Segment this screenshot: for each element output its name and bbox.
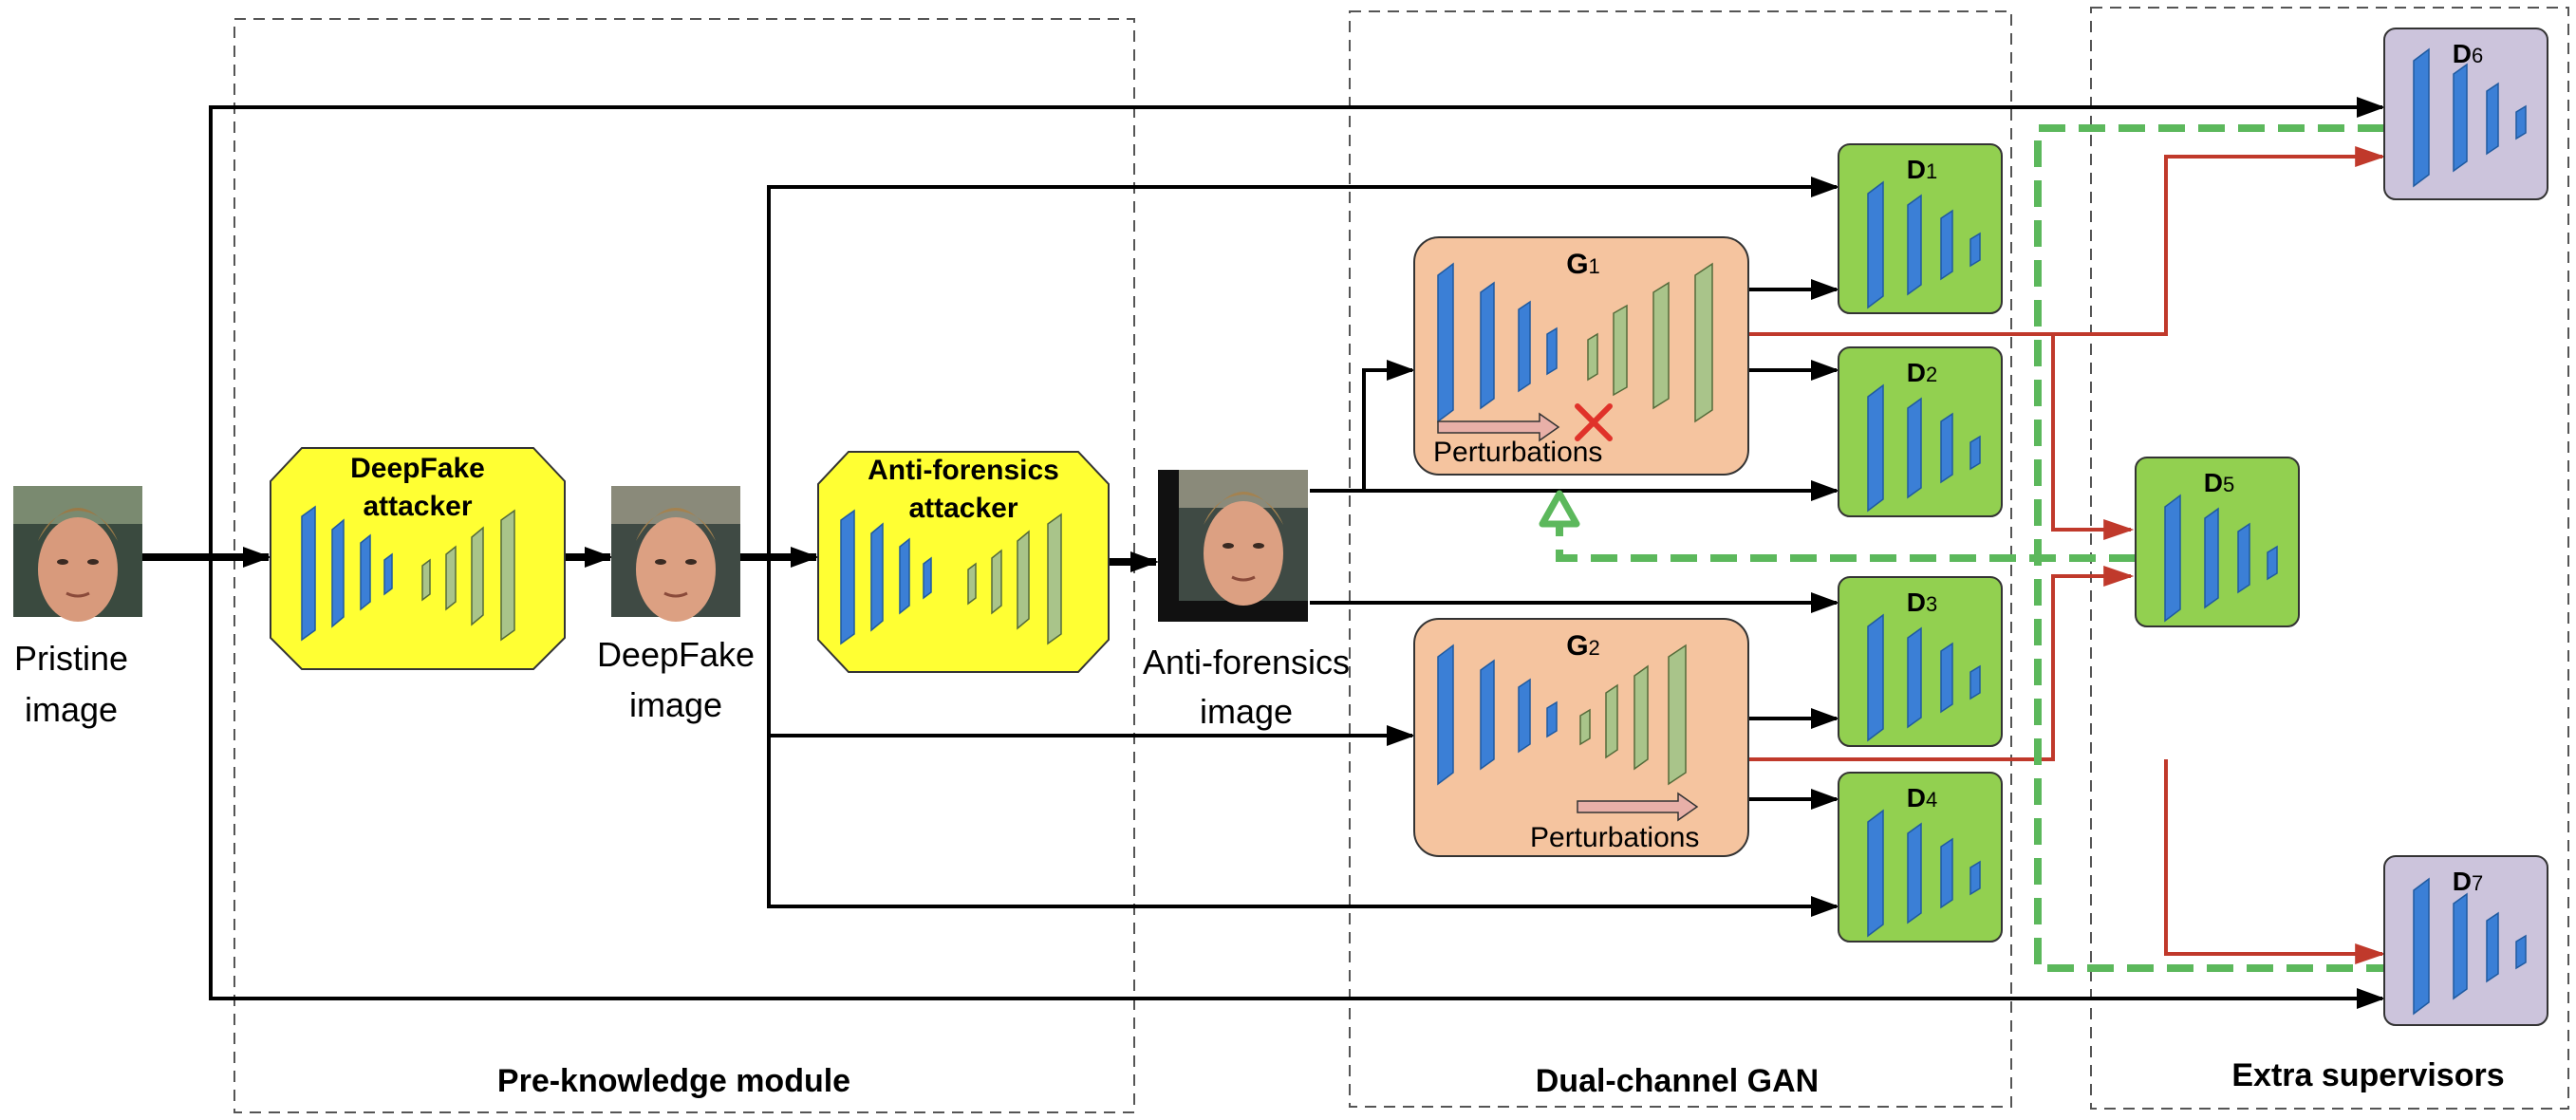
anti-forensics-attacker-block: Anti-forensics attacker [817,451,1110,673]
deepfake-attacker-title-2: attacker [363,491,472,522]
deepfake-attacker-layers [301,505,515,642]
feedback-arrow-head [1539,490,1580,528]
deepfake-attacker-block: DeepFake attacker [270,447,566,670]
extra-supervisors-title: Extra supervisors [2231,1057,2504,1093]
discriminator-d1: D1 [1838,143,2003,314]
cross-icon [1575,403,1613,441]
pristine-face-image [13,486,142,622]
pristine-image-label-1: Pristine [14,639,128,678]
dual-channel-gan-box [1349,10,2012,1108]
anti-forensics-attacker-layers [840,509,1062,645]
d3-title: D3 [1907,588,1937,617]
anti-forensics-image-label-1: Anti-forensics [1143,643,1350,681]
deepfake-attacker-title-1: DeepFake [350,453,485,484]
anti-forensics-image-label-2: image [1200,692,1293,731]
black-arrows [142,97,2385,1009]
discriminator-d5: D5 [2135,457,2300,627]
generator-g2: G2 Perturbations [1413,618,1749,857]
deepfake-face-image [611,486,740,622]
deepfake-image-label-2: image [629,685,722,724]
pre-knowledge-module-title: Pre-knowledge module [497,1063,850,1099]
red-arrows [1748,146,2386,964]
d1-title: D1 [1907,155,1937,184]
discriminator-d6: D6 [2383,28,2548,200]
g1-layers [1437,262,1713,423]
discriminator-d3: D3 [1838,576,2003,747]
g2-layers [1437,644,1687,786]
g2-perturbation-arrow [1577,792,1699,822]
g1-perturbations-label: Perturbations [1433,437,1602,468]
deepfake-image-label-1: DeepFake [597,635,755,674]
pristine-image-label-2: image [25,690,118,729]
d4-title: D4 [1907,783,1937,812]
anti-forensics-attacker-title-1: Anti-forensics [868,455,1059,486]
discriminator-d4: D4 [1838,772,2003,943]
generator-g1: G1 Perturbations [1413,236,1749,476]
g2-perturbations-label: Perturbations [1530,822,1699,853]
anti-forensics-attacker-title-2: attacker [908,493,1017,524]
g1-title: G1 [1566,249,1600,280]
d2-title: D2 [1907,358,1937,387]
d7-title: D7 [2453,867,2483,896]
g2-title: G2 [1566,630,1600,662]
g1-perturbation-arrow [1437,412,1560,442]
d6-title: D6 [2453,39,2483,68]
discriminator-d7: D7 [2383,855,2548,1026]
discriminator-d2: D2 [1838,346,2003,517]
dual-channel-gan-title: Dual-channel GAN [1536,1063,1819,1099]
d5-title: D5 [2204,468,2234,497]
anti-forensics-face-image [1158,470,1308,622]
